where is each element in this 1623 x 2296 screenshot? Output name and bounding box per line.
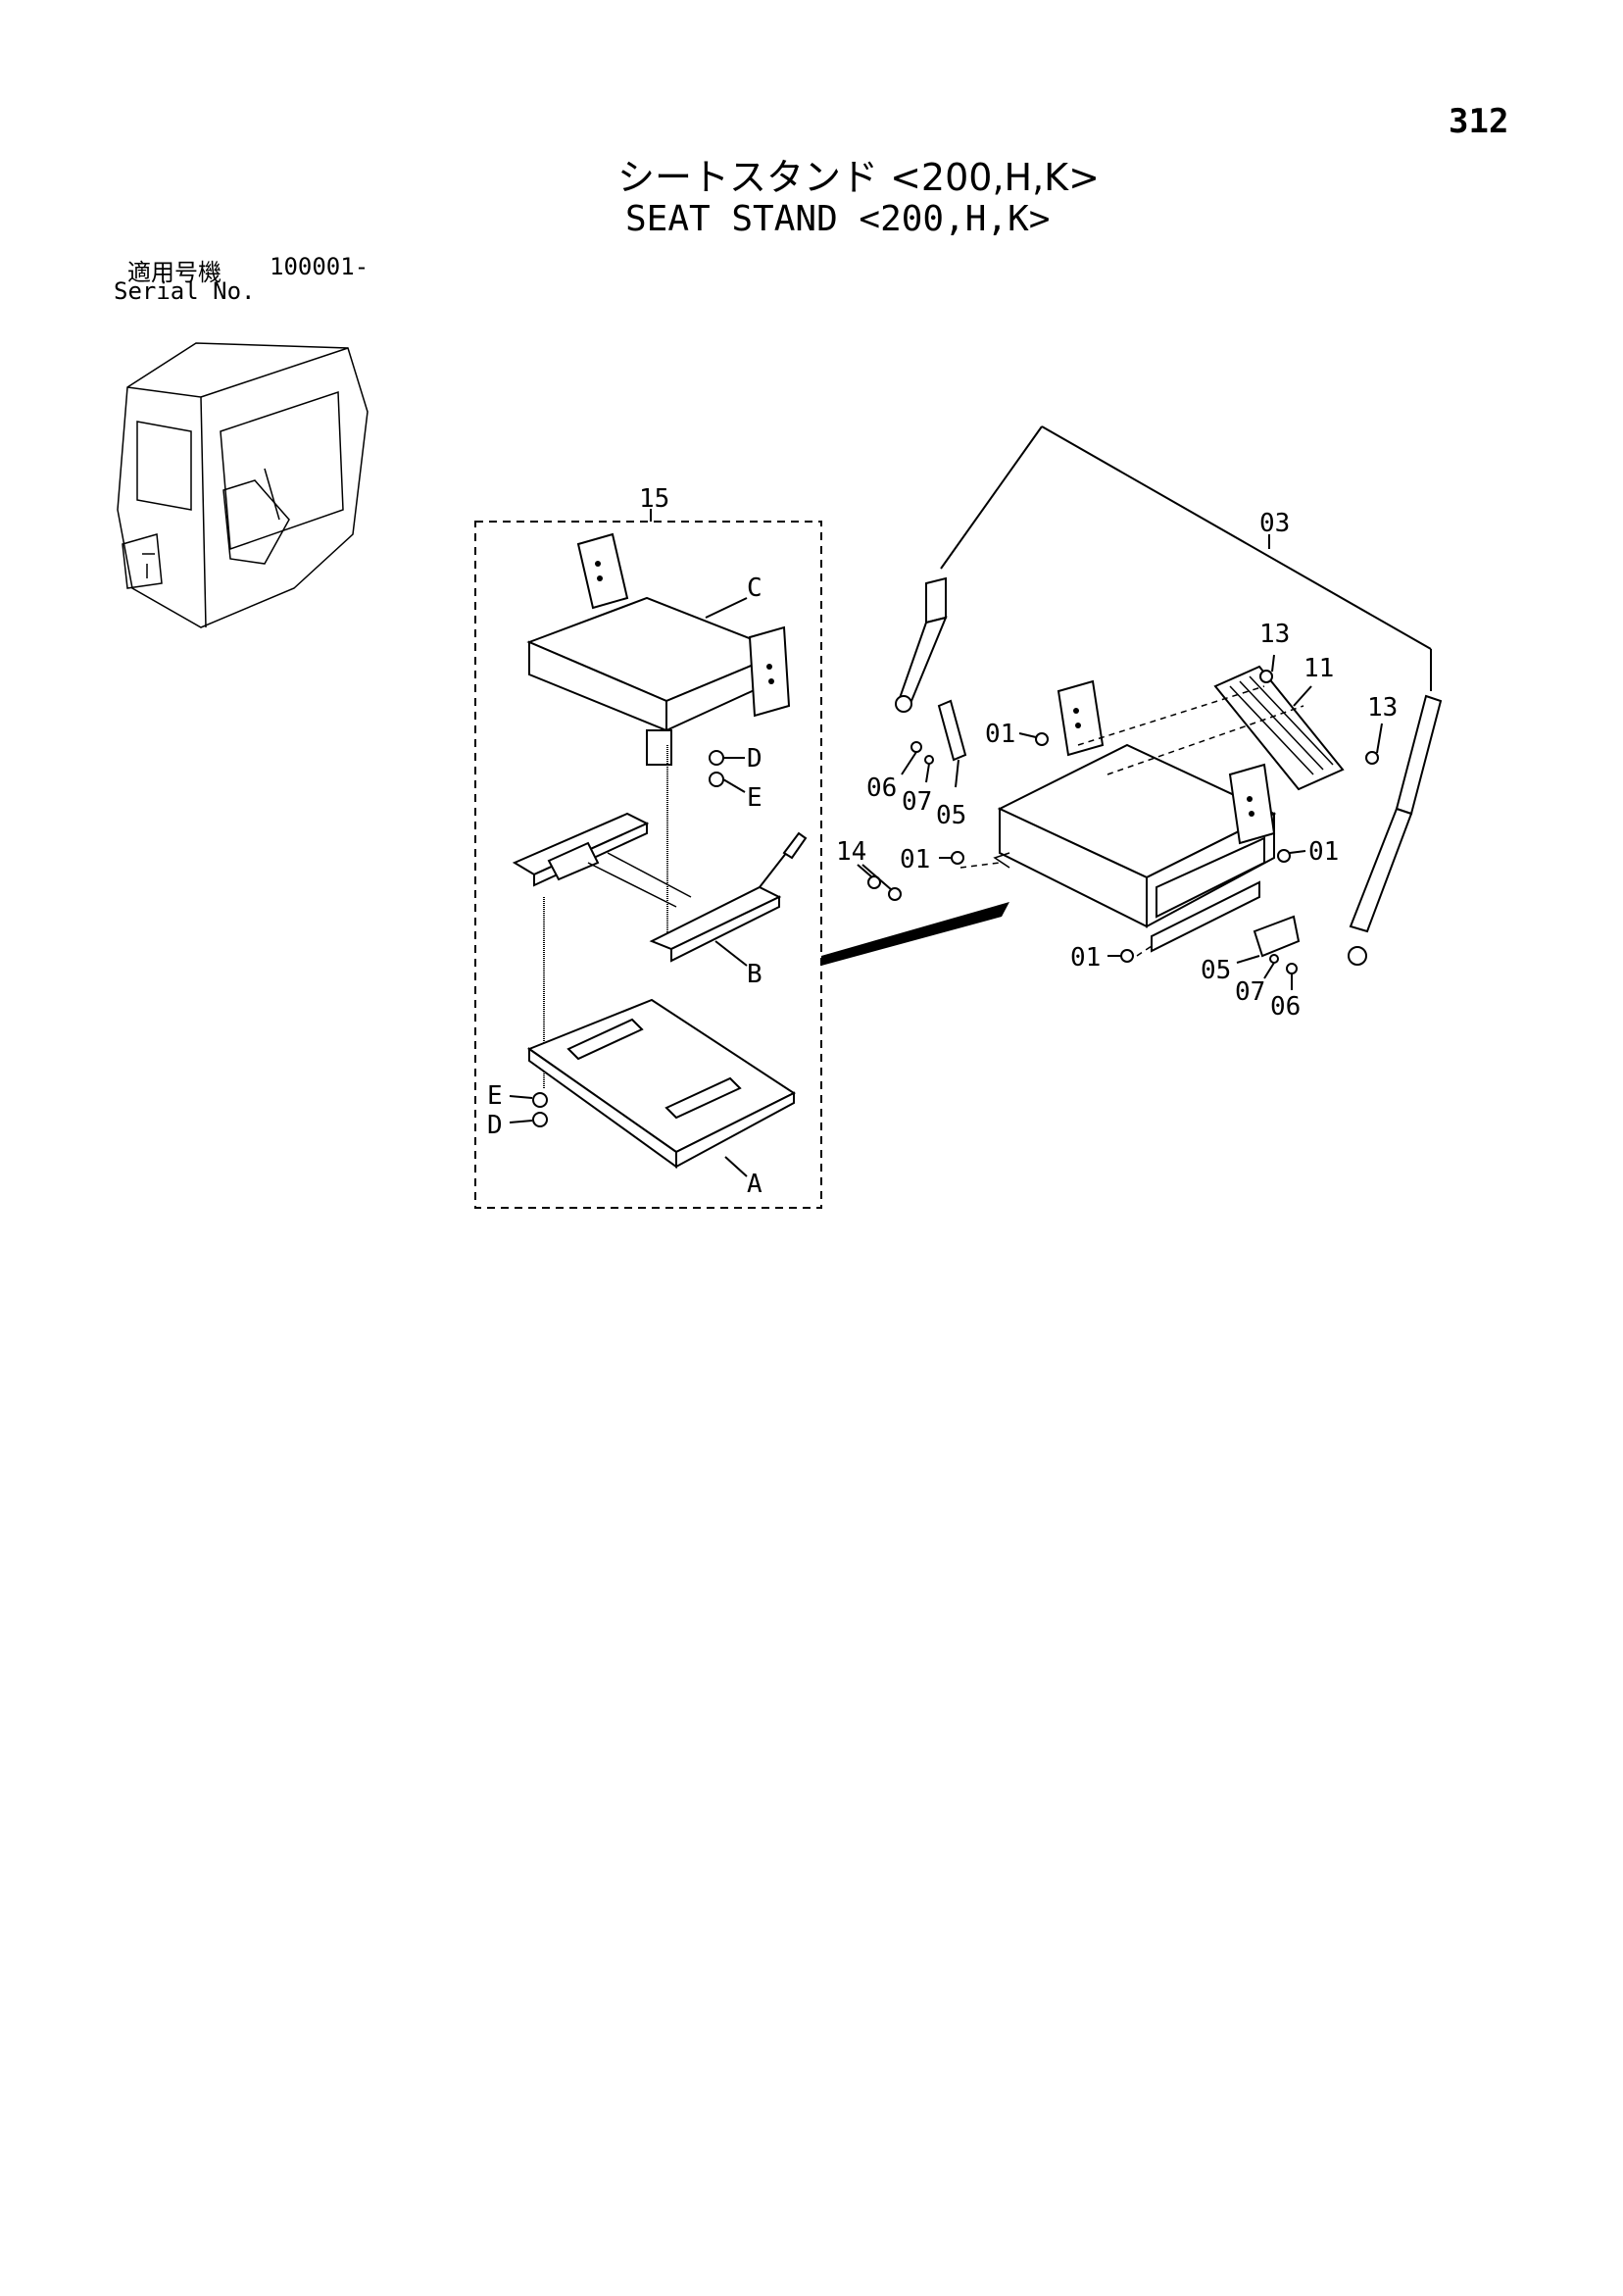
bolt-01-left	[951, 851, 964, 865]
callout-06-upper: 06	[866, 774, 897, 803]
callout-a: A	[747, 1170, 762, 1199]
part-a-base-plate	[526, 998, 797, 1169]
callout-14: 14	[836, 837, 866, 867]
page-number: 312	[1449, 102, 1509, 141]
screw-13-upper	[1259, 670, 1273, 683]
assembly-pointer-arrow	[821, 902, 1009, 966]
callout-13-upper: 13	[1259, 620, 1290, 649]
bolt-01-upper	[1035, 732, 1049, 746]
page-title-japanese: シートスタンド <200,H,K>	[617, 156, 1100, 199]
callout-d-lower: D	[487, 1111, 503, 1140]
page-title-english: SEAT STAND <200,H,K>	[625, 199, 1051, 239]
cab-locator-illustration	[117, 342, 369, 628]
screw-14-b	[888, 887, 902, 901]
callout-01-upper: 01	[985, 720, 1015, 749]
callout-11: 11	[1303, 654, 1334, 683]
callout-c: C	[747, 574, 762, 603]
serial-label-english: Serial No.	[114, 277, 256, 305]
callout-07-upper: 07	[902, 787, 932, 817]
callout-03: 03	[1259, 509, 1290, 538]
callout-07-lower: 07	[1235, 977, 1265, 1007]
gas-spring-left	[895, 576, 948, 713]
callout-01-right: 01	[1308, 837, 1339, 867]
callout-b: B	[747, 960, 762, 989]
bracket-05-lower	[1253, 915, 1301, 958]
part-c-upper-bracket	[526, 532, 791, 766]
bolt-06-upper	[910, 741, 922, 753]
callout-01-left: 01	[900, 845, 930, 874]
callout-15: 15	[639, 484, 669, 514]
part-11-grille-cover	[1213, 665, 1345, 791]
bolt-06-lower	[1286, 963, 1298, 974]
nut-d-upper	[709, 750, 724, 766]
washer-e-upper	[709, 772, 724, 787]
callout-05-upper: 05	[936, 801, 966, 830]
callout-05-lower: 05	[1201, 956, 1231, 985]
nut-d-lower	[532, 1112, 548, 1127]
part-b-slide-rail	[512, 812, 808, 963]
serial-number-value: 100001-	[270, 253, 369, 280]
washer-e-lower	[532, 1092, 548, 1108]
callout-13-right: 13	[1367, 693, 1398, 723]
screw-13-right	[1365, 751, 1379, 765]
callout-01-lower: 01	[1070, 943, 1101, 973]
seat-stand-assembly	[993, 679, 1277, 953]
bolt-01-right	[1277, 849, 1291, 863]
callout-e-lower: E	[487, 1081, 503, 1111]
washer-07-upper	[924, 755, 934, 765]
callout-06-lower: 06	[1270, 992, 1301, 1022]
bolt-01-lower	[1120, 949, 1134, 963]
assembly-15-boundary	[474, 521, 822, 1209]
callout-e-upper: E	[747, 783, 762, 813]
callout-d-upper: D	[747, 744, 762, 774]
gas-spring-right	[1348, 694, 1443, 966]
washer-07-lower	[1269, 954, 1279, 964]
screw-14-a	[867, 875, 881, 889]
serial-label-japanese: 適用号機	[127, 259, 221, 286]
bracket-05-upper	[937, 699, 967, 762]
